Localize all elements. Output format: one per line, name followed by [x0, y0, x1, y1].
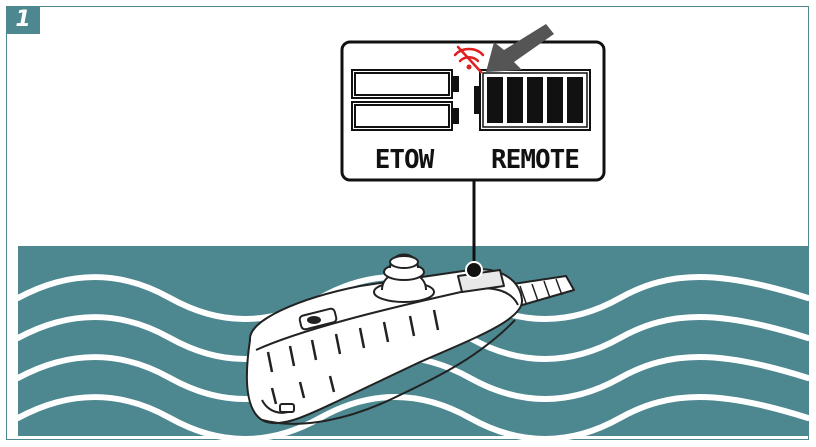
callout-dot [466, 262, 482, 278]
battery-segment [567, 77, 583, 123]
lcd-display: ETOW REMOTE [342, 24, 604, 180]
remote-label: REMOTE [491, 145, 579, 175]
etow-label: ETOW [375, 145, 435, 175]
battery-segment [507, 77, 523, 123]
battery-segment [487, 77, 503, 123]
battery-segment [527, 77, 543, 123]
battery-segment [547, 77, 563, 123]
step-number-badge: 1 [6, 6, 40, 34]
remote-battery-icon [474, 70, 590, 130]
